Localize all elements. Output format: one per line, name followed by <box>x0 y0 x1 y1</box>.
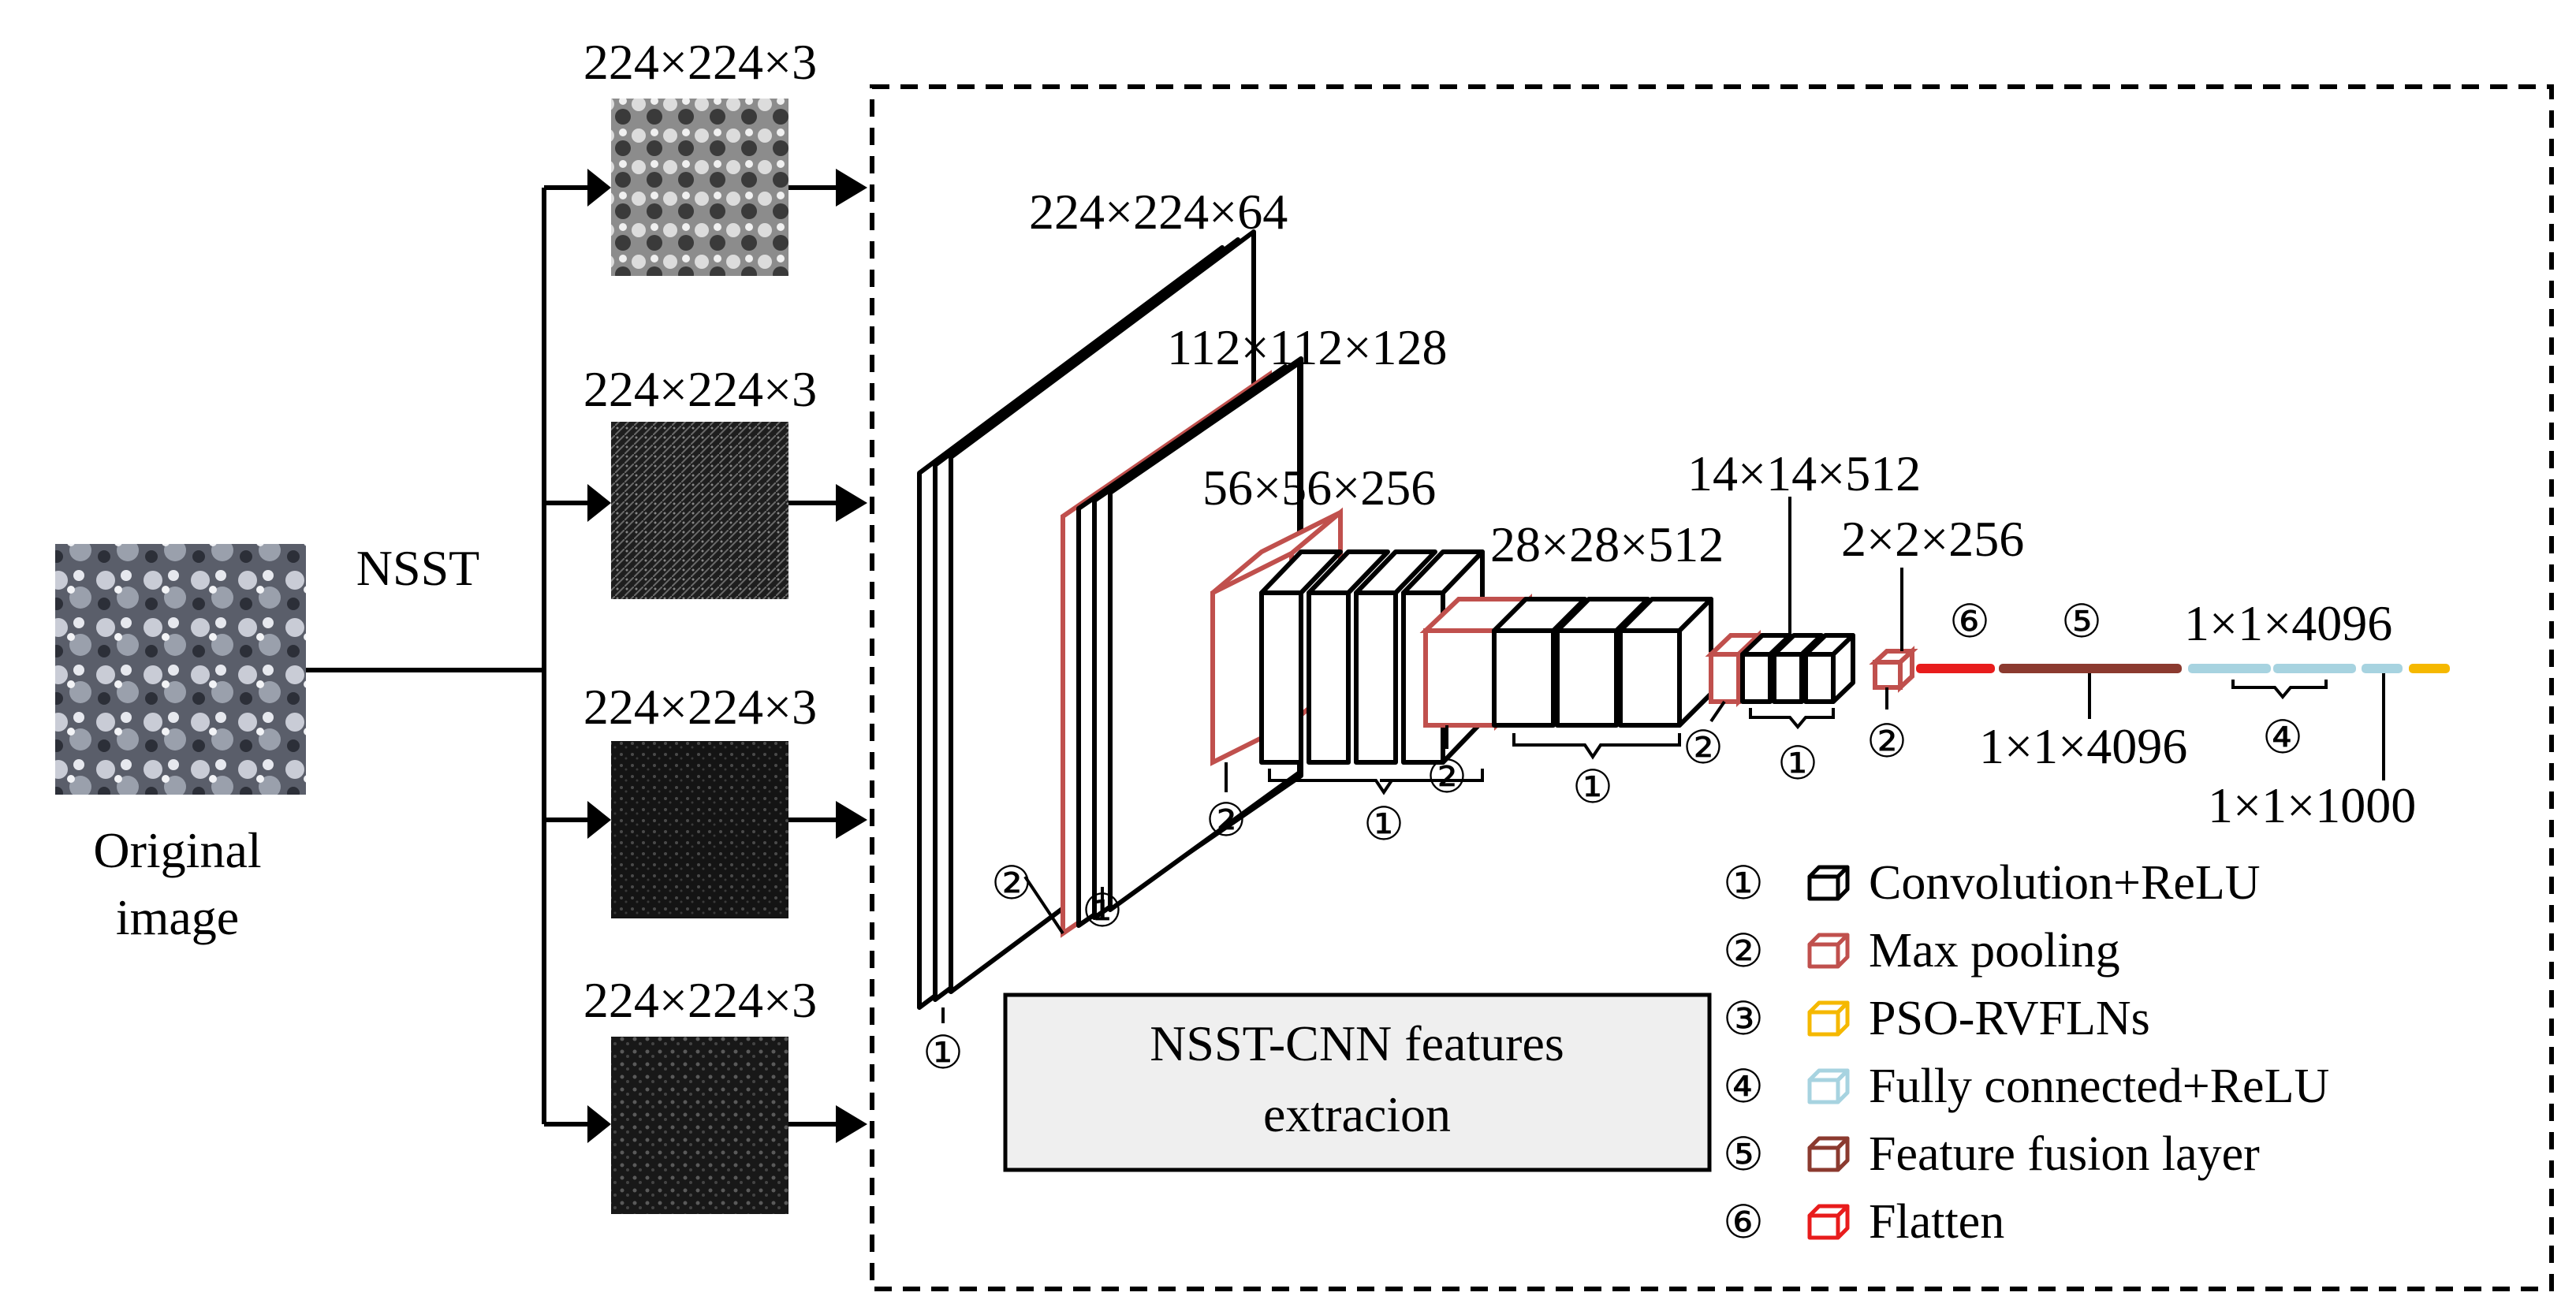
cube-icon <box>1807 933 1850 969</box>
svg-text:①: ① <box>923 1027 964 1078</box>
subband-size-label-1: 224×224×3 <box>583 34 817 90</box>
pool1-marker: ② <box>991 858 1064 935</box>
nsst-label: NSST <box>356 540 480 596</box>
legend-marker: ④ <box>1723 1061 1764 1112</box>
legend-label: Flatten <box>1869 1195 2004 1249</box>
legend-label: Convolution+ReLU <box>1869 856 2261 910</box>
subband-image-4 <box>611 1037 788 1214</box>
svg-text:②: ② <box>991 858 1032 909</box>
subband-input-arrowheads <box>587 169 611 1143</box>
cube-icon <box>1807 865 1850 901</box>
cube-icon <box>1807 1068 1850 1104</box>
legend-marker: ③ <box>1723 993 1764 1045</box>
legend-item: ③ PSO-RVFLNs <box>1723 992 2150 1045</box>
conv3-marker: ① <box>1268 769 1484 850</box>
conv2-block <box>1076 356 1303 928</box>
cube-icon <box>1807 1204 1850 1240</box>
legend-item: ④ Fully connected+ReLU <box>1723 1060 2329 1113</box>
conv1-marker: ① <box>923 1007 964 1078</box>
subband-output-arrows <box>788 185 836 1127</box>
svg-text:②: ② <box>1683 722 1724 773</box>
nsst-connector <box>306 185 587 1127</box>
conv1-dim-label: 224×224×64 <box>1029 184 1288 240</box>
legend-marker: ① <box>1723 858 1764 909</box>
svg-text:②: ② <box>1426 751 1467 803</box>
legend-marker: ⑥ <box>1723 1197 1764 1248</box>
original-image-caption-line2: image <box>116 889 239 945</box>
fc-layer-1 <box>2188 664 2271 673</box>
conv4-marker: ① <box>1512 733 1681 813</box>
legend-item: ⑤ Feature fusion layer <box>1723 1127 2260 1181</box>
fusion-marker: ⑤ <box>2061 596 2102 647</box>
subband-image-2 <box>611 422 788 599</box>
fc-dim-label: 1×1×4096 <box>2184 595 2392 651</box>
output-dim-label: 1×1×1000 <box>2208 777 2416 833</box>
conv5-dim-label: 14×14×512 <box>1687 445 1921 501</box>
cube-icon <box>1807 1000 1850 1037</box>
legend-label: Fully connected+ReLU <box>1869 1060 2329 1113</box>
fc-layer-2 <box>2273 664 2356 673</box>
subband-image-1 <box>611 99 788 276</box>
legend-label: Feature fusion layer <box>1869 1127 2260 1181</box>
subband-image-3 <box>611 741 788 918</box>
legend-marker: ⑤ <box>1723 1129 1764 1180</box>
feature-extraction-region <box>870 84 2554 1291</box>
fc-marker-brace <box>2231 680 2328 700</box>
cube-icon <box>1807 1136 1850 1172</box>
svg-text:①: ① <box>1082 885 1123 937</box>
pool3-marker: ② <box>1426 725 1467 803</box>
original-image-caption-line1: Original <box>93 822 261 878</box>
conv3-dim-label: 56×56×256 <box>1202 460 1436 516</box>
svg-text:②: ② <box>1206 795 1247 846</box>
flatten-layer <box>1916 664 1995 673</box>
legend-item: ① Convolution+ReLU <box>1723 856 2261 910</box>
svg-text:①: ① <box>1363 799 1404 850</box>
svg-text:①: ① <box>1777 738 1818 789</box>
legend-label: Max pooling <box>1869 924 2120 978</box>
subband-size-label-3: 224×224×3 <box>583 679 817 735</box>
conv2-marker: ① <box>1082 885 1123 937</box>
legend-item: ② Max pooling <box>1723 924 2120 978</box>
pool5-dim-label: 2×2×256 <box>1841 511 2024 567</box>
pool2-marker: ② <box>1206 762 1247 846</box>
fusion-dim-label: 1×1×4096 <box>1979 718 2187 774</box>
conv2-dim-label: 112×112×128 <box>1167 319 1447 375</box>
pool5-block <box>1869 646 1918 693</box>
conv5-block <box>1740 633 1855 704</box>
legend-marker: ② <box>1723 926 1764 977</box>
conv5-marker: ① <box>1749 708 1835 789</box>
subband-output-arrowheads <box>836 169 867 1143</box>
subband-size-label-4: 224×224×3 <box>583 972 817 1028</box>
svg-text:①: ① <box>1572 762 1613 813</box>
original-image <box>55 544 306 795</box>
legend: ① Convolution+ReLU ② Max pooling ③ PSO-RVFLNs… <box>1723 856 2329 1249</box>
extraction-title-line2: extracion <box>1263 1086 1451 1142</box>
flatten-marker: ⑥ <box>1949 596 1990 647</box>
svg-text:②: ② <box>1866 716 1907 767</box>
output-fc-layer <box>2362 664 2403 673</box>
pso-rvfln-layer <box>2409 664 2450 673</box>
feature-fusion-layer <box>1999 664 2182 673</box>
legend-item: ⑥ Flatten <box>1723 1195 2004 1249</box>
extraction-title-line1: NSST-CNN features <box>1150 1015 1564 1071</box>
subband-size-label-2: 224×224×3 <box>583 361 817 417</box>
pool5-marker: ② <box>1866 687 1907 767</box>
conv4-dim-label: 28×28×512 <box>1490 516 1724 572</box>
extraction-title-box <box>1003 993 1712 1172</box>
conv4-block <box>1492 597 1713 728</box>
legend-label: PSO-RVFLNs <box>1869 992 2150 1045</box>
pool4-marker: ② <box>1683 700 1726 773</box>
fc-marker: ④ <box>2262 712 2303 763</box>
